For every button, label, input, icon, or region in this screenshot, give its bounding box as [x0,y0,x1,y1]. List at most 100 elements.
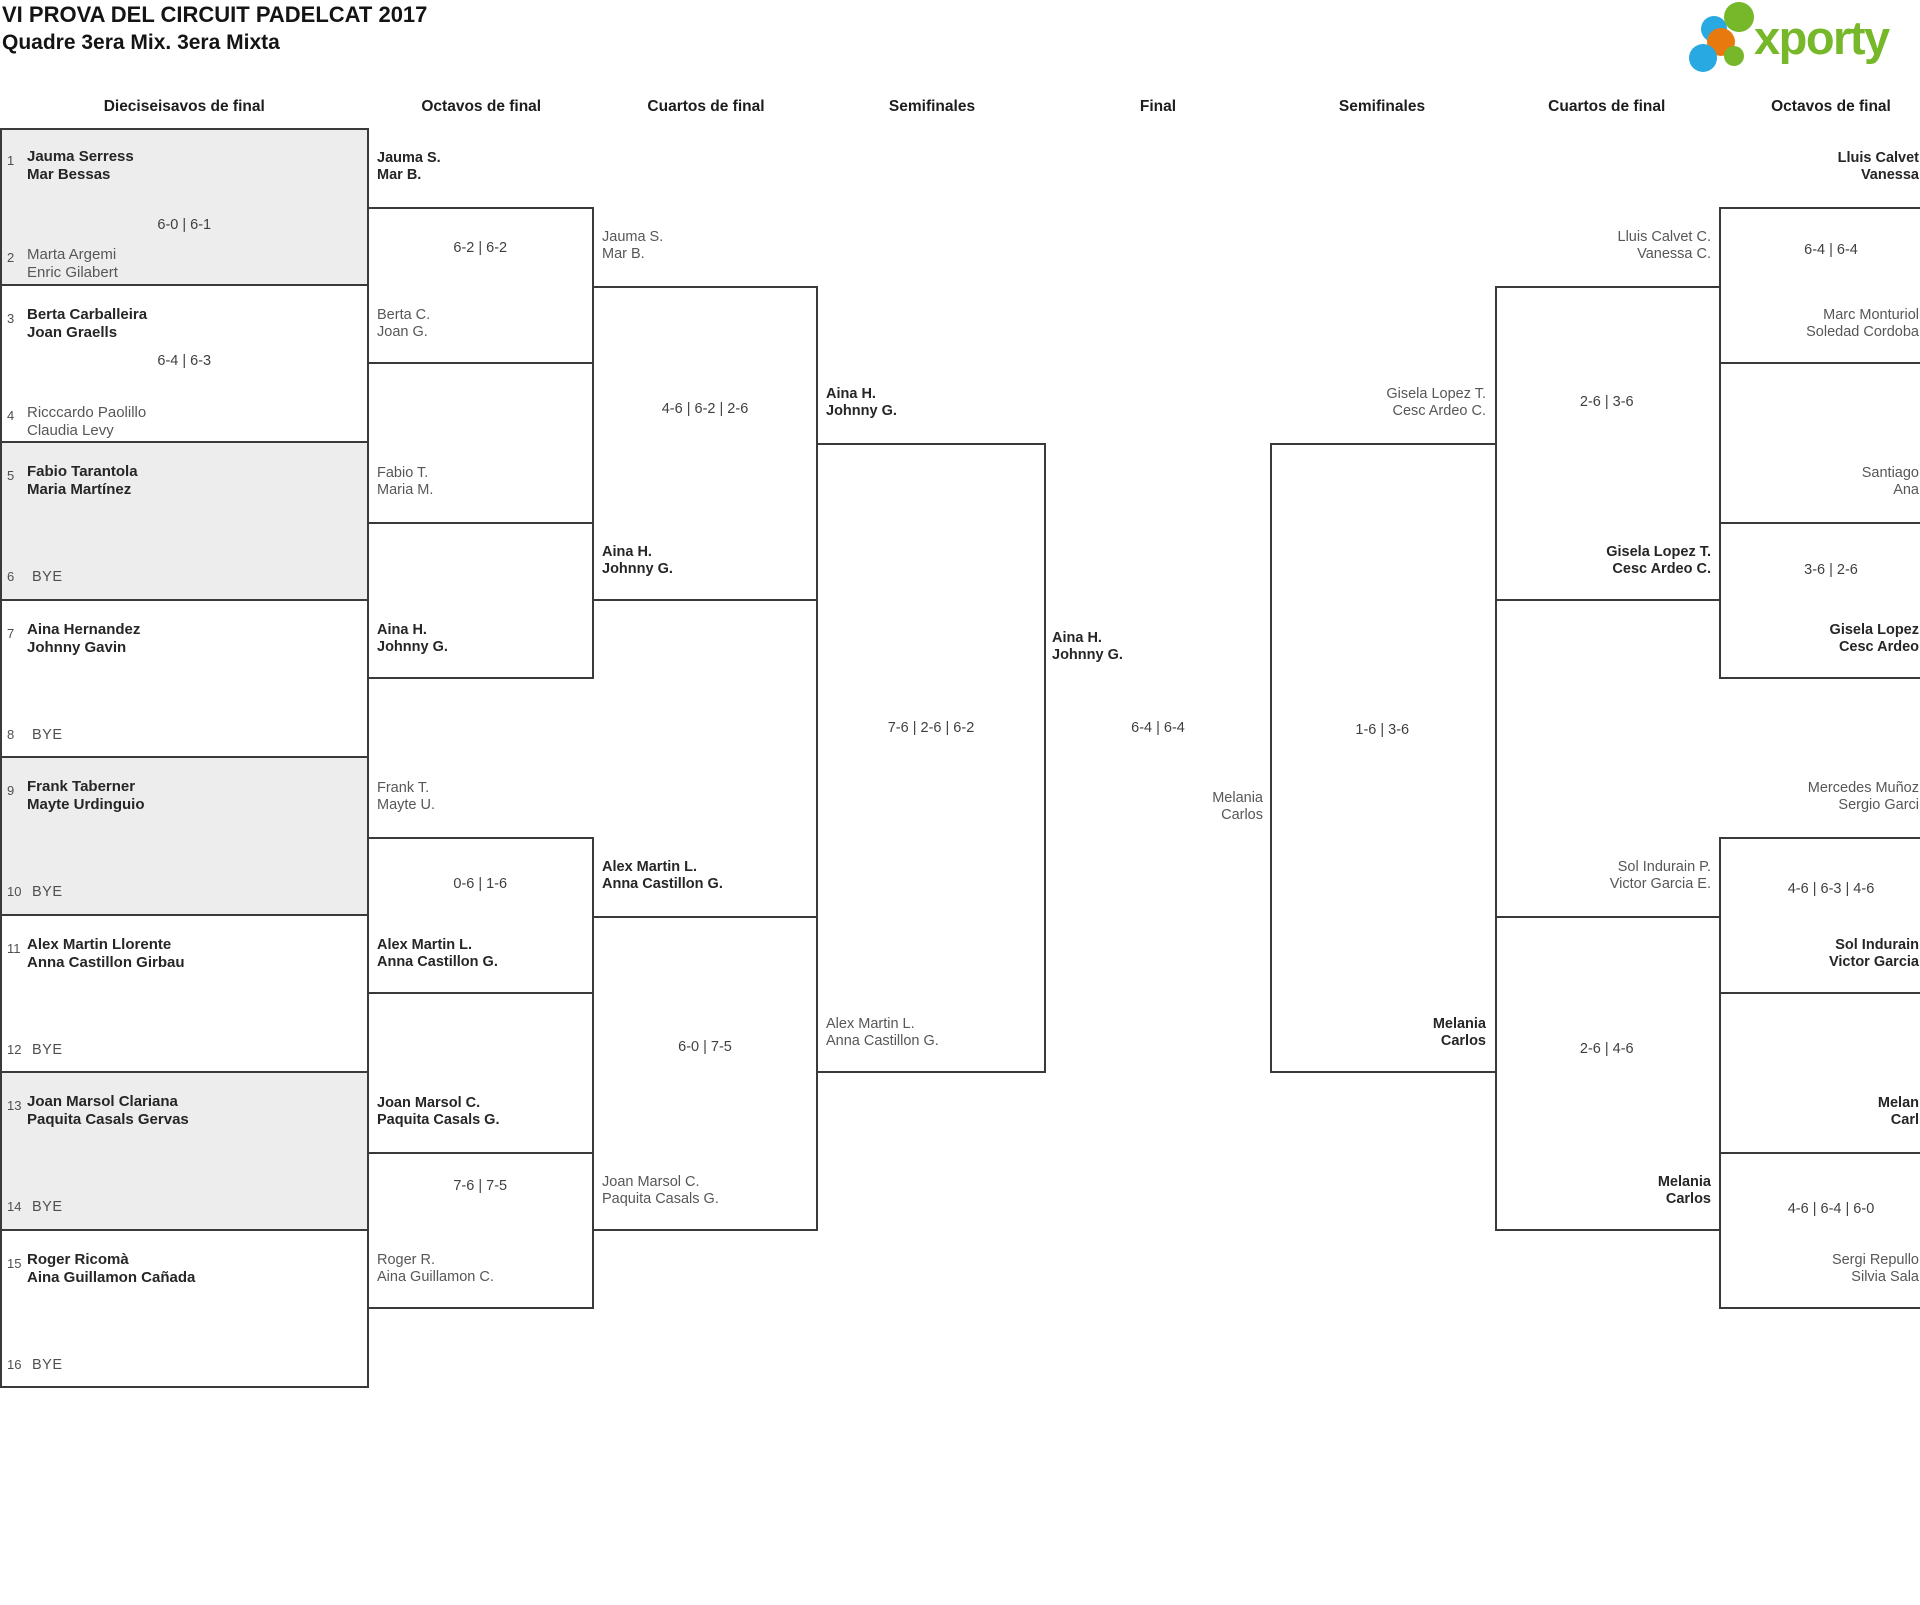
bye-label: BYE [32,1041,63,1058]
seed-number: 16 [7,1356,22,1372]
team-name-line: Paquita Casals G. [602,1190,719,1207]
team-entry[interactable]: Alex Martin L.Anna Castillon G. [377,937,498,971]
match-box [366,521,594,680]
team-entry[interactable]: Fabio T.Maria M. [377,465,433,499]
team-name-line: Lluis Calvet C. [1617,228,1711,245]
match-box [0,1230,369,1388]
team-name-line: Berta Carballeira [27,305,148,323]
team-name-line: Aina H. [377,622,427,639]
team-entry[interactable]: Aina H.Johnny G. [602,544,673,578]
round-header: Cuartos de final [1548,98,1666,115]
team-name-line: Mar B. [377,166,422,183]
team-entry[interactable]: Aina H.Johnny G. [826,386,897,420]
team-name-line: Santiago [1861,464,1919,481]
team-entry[interactable]: Joan Marsol C.Paquita Casals G. [602,1174,719,1208]
seed-number: 6 [7,569,15,584]
team-name-line: Paquita Casals G. [377,1111,500,1128]
team-name-line: Sol Indurain P. [1617,858,1711,875]
team-entry[interactable]: Aina H.Johnny G. [377,622,448,656]
match-score: 6-0 | 6-1 [157,217,212,233]
match-score: 2-6 | 4-6 [1579,1041,1634,1057]
team-name-line: Carlos [1440,1033,1486,1049]
team-name-line: Alex Martin Llorente [27,935,172,953]
team-entry[interactable]: Gisela Lopez T.Cesc Ardeo C. [1386,386,1486,420]
seed-number: 12 [7,1041,22,1057]
match-box [0,758,369,916]
seed-number: 11 [7,940,21,956]
team-name-line: Aina Hernandez [27,620,141,638]
team-name-line: Gisela Lopez T. [1386,386,1486,402]
team-entry[interactable]: Gisela Lopez T.Cesc Ardeo C. [1606,544,1711,578]
team-name-line: Maria M. [377,481,434,498]
team-entry[interactable]: Roger R.Aina Guillamon C. [377,1252,494,1286]
team-entry[interactable]: Aina H.Johnny G. [1052,630,1123,664]
match-score: 6-0 | 7-5 [678,1039,732,1055]
match-box [1494,285,1721,601]
match-box [366,1151,594,1310]
team-entry[interactable]: Joan Marsol C.Paquita Casals G. [377,1095,500,1129]
team-entry[interactable]: Sol Indurain P.Victor Garcia E. [1610,859,1711,893]
team-name-line: Claudia Levy [27,421,114,439]
seed-number: 13 [7,1098,22,1113]
team-name-line: Maria Martínez [27,481,132,498]
team-name-line: Fabio T. [377,464,429,481]
team-name-line: Victor Garcia [1828,954,1919,971]
team-entry[interactable]: Alex Martin L.Anna Castillon G. [602,859,723,893]
team-name-line: Gisela Lopez T. [1606,543,1711,560]
team-name-line: Joan Marsol C. [377,1094,481,1111]
team-name-line: Johnny G. [826,403,897,419]
match-score: 6-4 | 6-4 [1131,720,1185,736]
seed-number: 9 [7,783,15,798]
team-entry[interactable]: Berta C.Joan G. [377,307,430,341]
team-name-line: Melania [1657,1173,1711,1190]
match-score: 7-6 | 7-5 [453,1178,508,1194]
team-entry[interactable]: Alex Martin L.Anna Castillon G. [826,1016,939,1050]
match-box [0,443,369,601]
team-entry[interactable]: Frank T.Mayte U. [377,780,435,814]
xporty-logo[interactable]: xporty [1680,0,1920,80]
team-entry[interactable]: Lluis Calvet C.Vanessa C. [1618,229,1711,263]
team-name-line: Joan Marsol C. [602,1173,700,1190]
logo-dot [1724,2,1754,32]
match-score: 0-6 | 1-6 [453,876,508,892]
match-score: 1-6 | 3-6 [1355,722,1410,738]
team-entry[interactable]: Jauma S.Mar B. [377,150,441,184]
team-name-line: Vanessa [1860,166,1919,183]
match-score: 2-6 | 3-6 [1579,394,1634,410]
match-box [592,915,818,1231]
team-name-line: Joan Marsol Clariana [27,1093,178,1110]
team-name-line: Carlos [1221,807,1263,823]
match-box [1719,521,1920,680]
bye-label: BYE [32,726,63,743]
bye-label: BYE [32,1199,63,1215]
team-name-line: Alex Martin L. [826,1016,915,1032]
team-name-line: Cesc Ardeo C. [1392,403,1487,419]
team-entry[interactable]: Jauma S.Mar B. [602,229,663,263]
team-name-line: Roger Ricomà [27,1250,129,1268]
team-name-line: Carlos [1665,1190,1711,1207]
team-name-line: Fabio Tarantola [27,463,138,480]
team-name-line: Johnny G. [1052,647,1123,663]
team-name-line: Jauma Serress [27,148,134,165]
